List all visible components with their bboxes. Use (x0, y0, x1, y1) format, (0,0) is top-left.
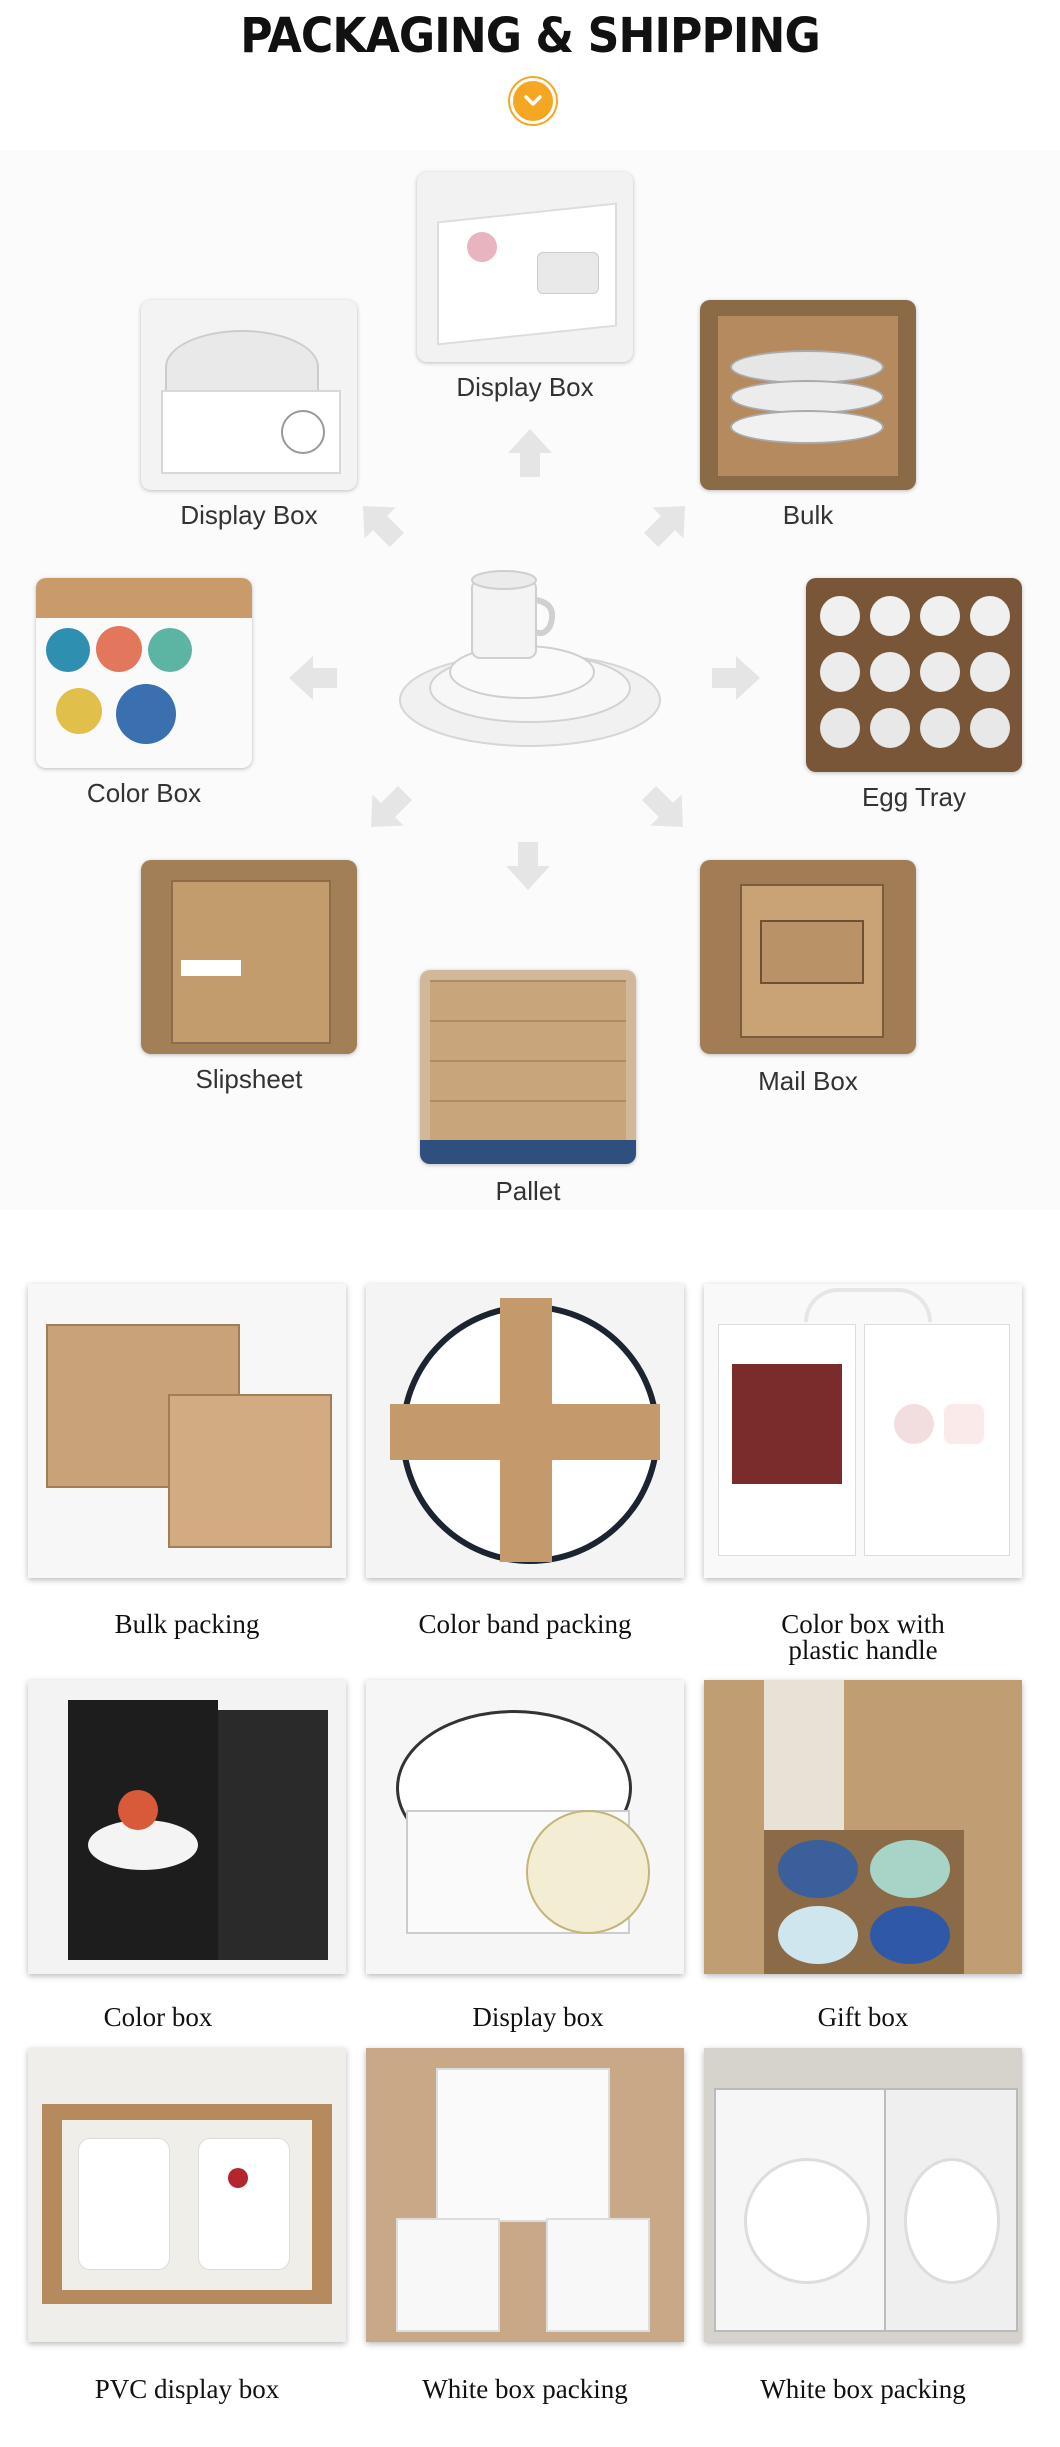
gallery-caption: PVC display box (94, 2374, 280, 2404)
gallery-caption: White box packing (760, 2374, 966, 2404)
gallery-caption: Gift box (817, 2002, 909, 2032)
hub-caption: Color Box (86, 778, 202, 808)
arrow-up-left-icon (363, 506, 405, 548)
page-title: PACKAGING & SHIPPING (240, 8, 821, 64)
arrow-left-icon (289, 656, 337, 700)
pvc-display-box-photo (28, 2048, 346, 2342)
hub-caption: Mail Box (758, 1066, 858, 1096)
hub-caption: Bulk (782, 500, 834, 530)
display-box-photo (366, 1680, 684, 1974)
dinnerware-set-image (392, 560, 668, 760)
hub-caption: Pallet (495, 1176, 561, 1206)
hub-caption: Egg Tray (861, 782, 967, 812)
display-box-photo (417, 172, 633, 362)
color-box-with-handle-photo (704, 1284, 1022, 1578)
color-band-packing-photo (366, 1284, 684, 1578)
gallery-caption: Color box (103, 2002, 213, 2032)
pallet-photo (420, 970, 636, 1164)
hub-caption: Slipsheet (195, 1064, 303, 1094)
arrow-down-icon (506, 842, 550, 890)
bulk-photo (700, 300, 916, 490)
gallery-caption-line2: plastic handle (788, 1635, 938, 1665)
chevron-down-icon (510, 78, 556, 124)
color-box-photo (36, 578, 252, 768)
gallery-caption: Color box with (781, 1609, 945, 1639)
arrow-down-left-icon (371, 785, 413, 827)
arrow-up-right-icon (643, 506, 685, 548)
arrow-right-icon (712, 656, 760, 700)
hub-caption: Display Box (180, 500, 318, 530)
gallery-caption: White box packing (422, 2374, 628, 2404)
gallery-caption: Display box (472, 2002, 604, 2032)
hub-caption: Display Box (456, 372, 594, 402)
gallery-caption: Color band packing (418, 1609, 632, 1639)
arrow-up-icon (508, 429, 552, 477)
arrow-down-right-icon (641, 785, 683, 827)
color-box-photo (28, 1680, 346, 1974)
white-box-packing-photo (704, 2048, 1022, 2342)
white-box-packing-photo (366, 2048, 684, 2342)
slipsheet-photo (141, 860, 357, 1054)
egg-tray-photo (806, 578, 1022, 772)
mail-box-photo (700, 860, 916, 1054)
gallery-caption: Bulk packing (114, 1609, 260, 1639)
display-box-photo (141, 300, 357, 490)
bulk-packing-photo (28, 1284, 346, 1578)
gift-box-photo (704, 1680, 1022, 1974)
